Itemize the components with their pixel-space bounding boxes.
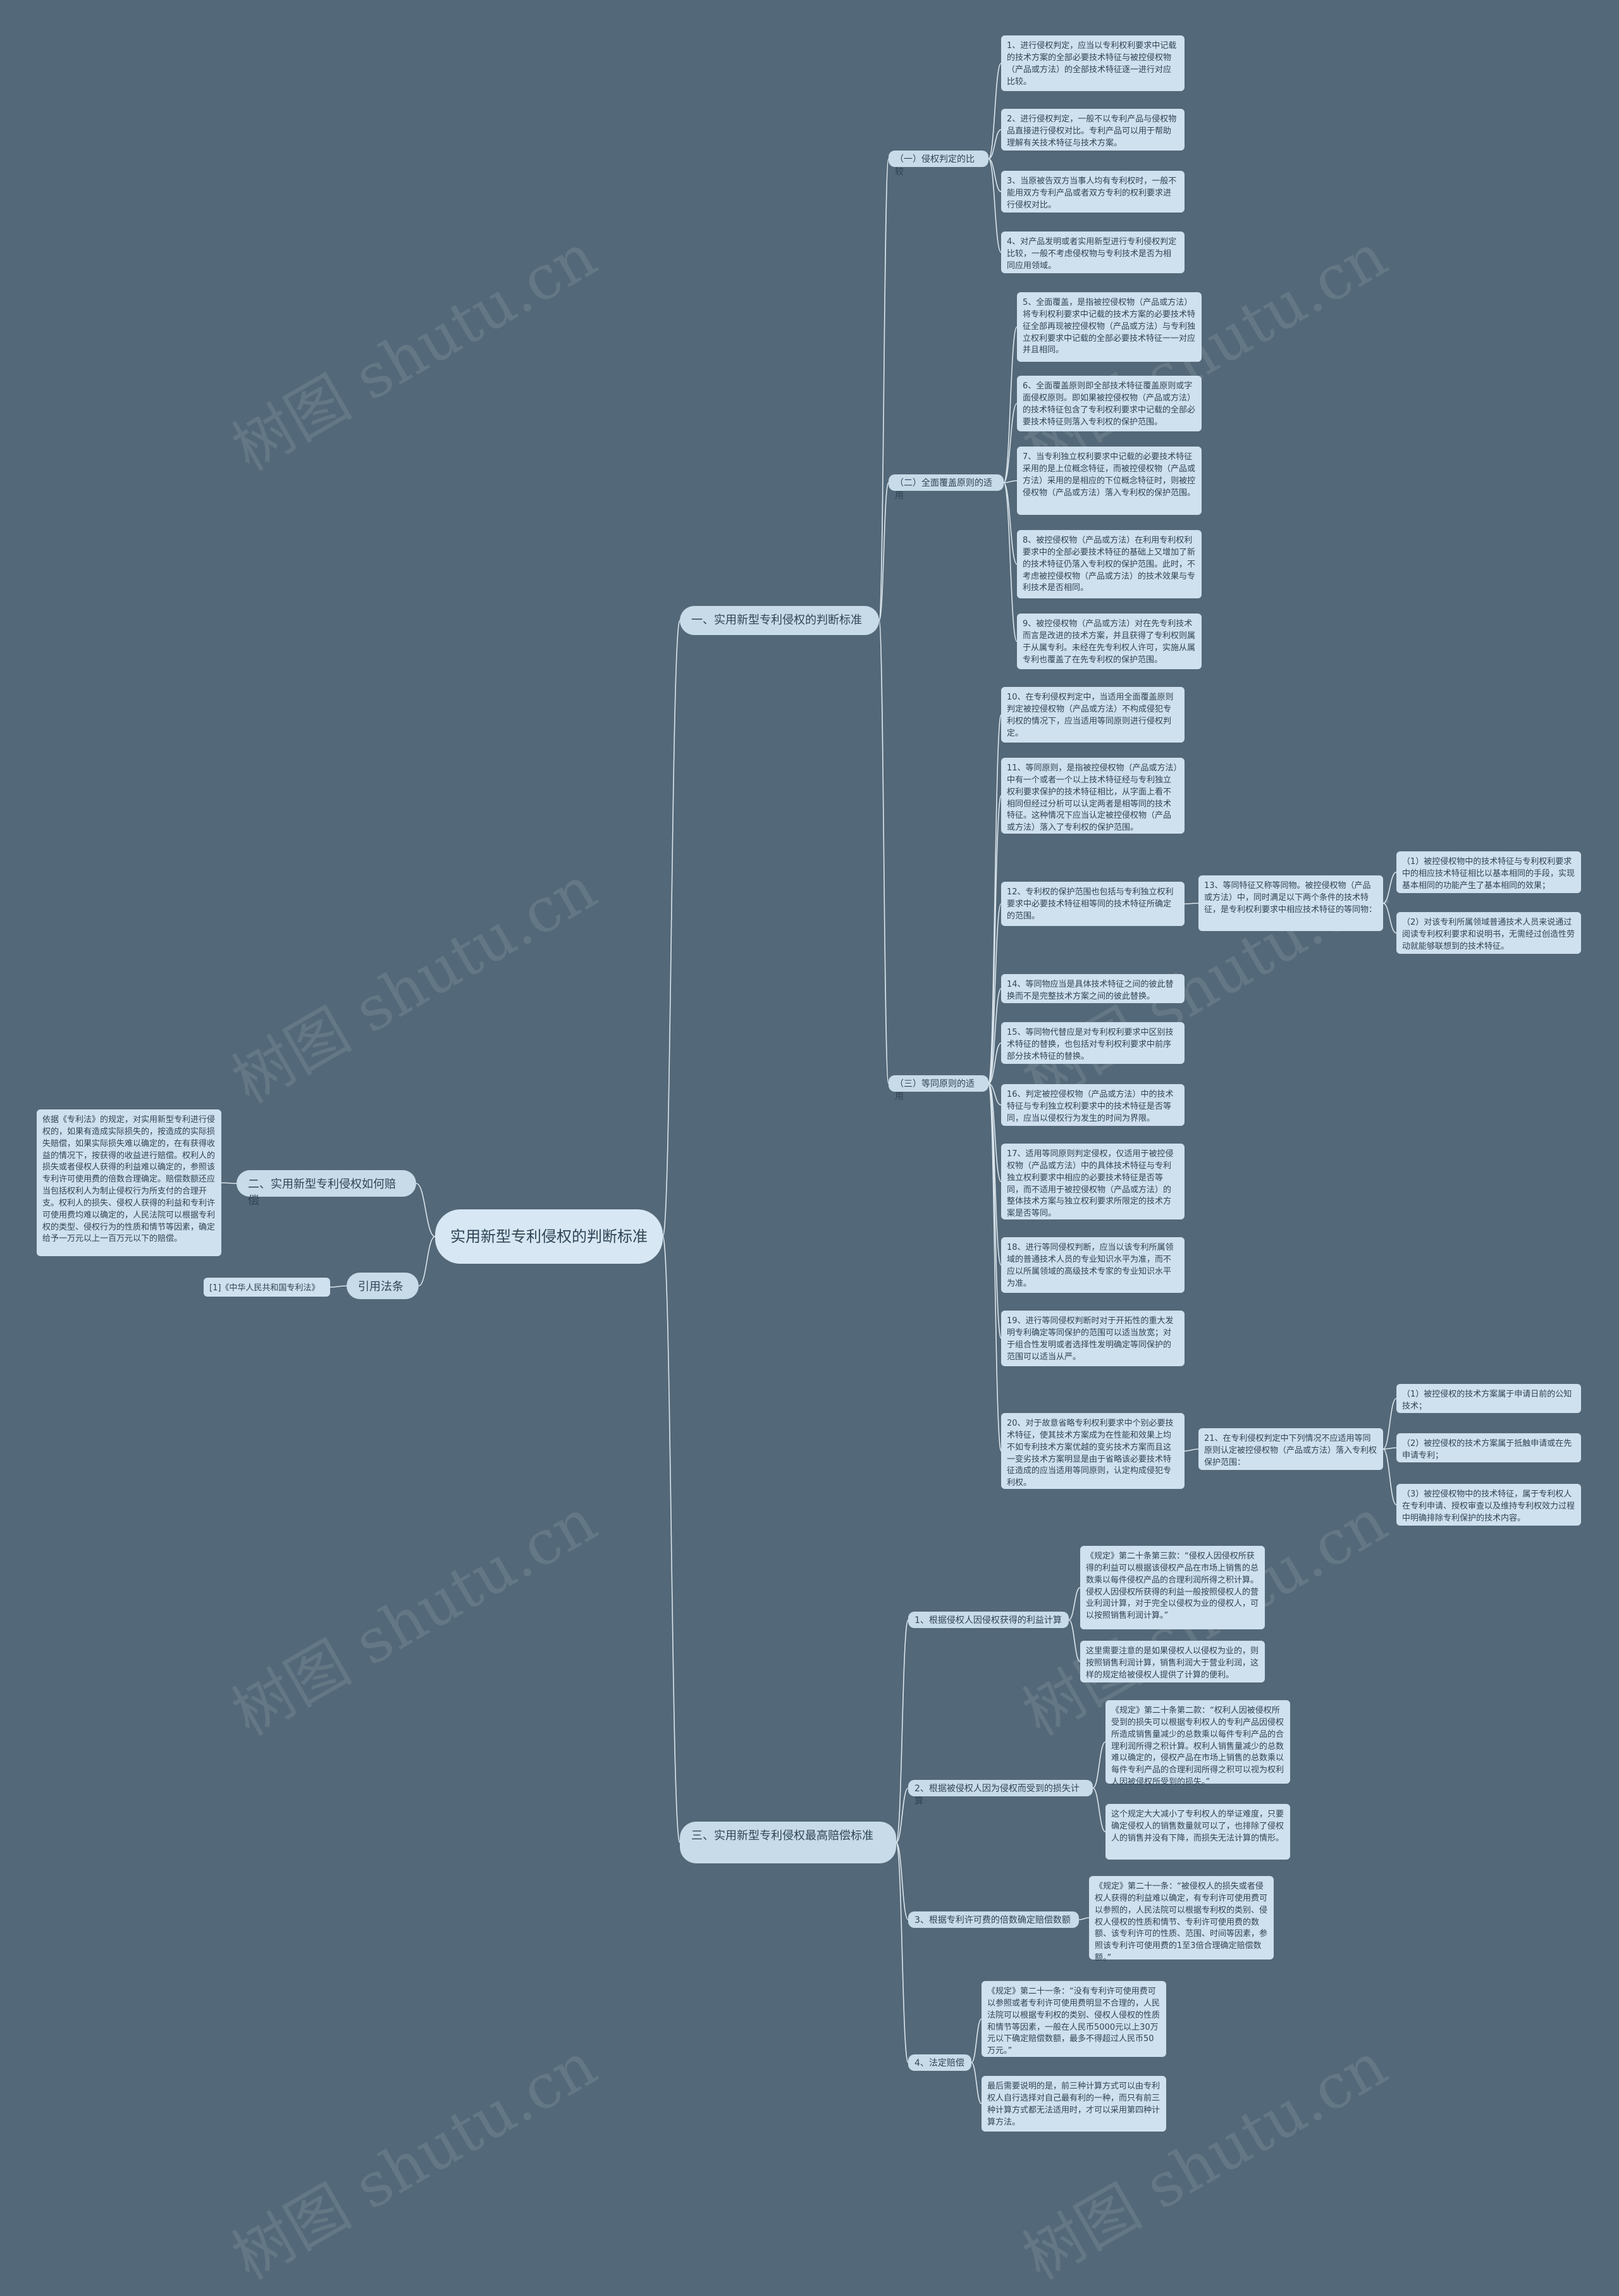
connector-line <box>896 1787 909 1843</box>
mindmap-canvas: 树图 shutu.cn 树图 shutu.cn 树图 shutu.cn 树图 s… <box>37 35 1581 2293</box>
connector-line <box>988 129 1002 159</box>
leaf-profit-rule[interactable]: 《规定》第二十条第三款：“侵权人因侵权所获得的利益可以根据该侵权产品在市场上销售… <box>1080 1546 1265 1629</box>
connector-line <box>1078 1917 1090 1920</box>
connector-line <box>1092 1787 1106 1832</box>
sub-infringer-profit[interactable]: 1、根据侵权人因侵权获得的利益计算 <box>908 1612 1069 1628</box>
branch-cited-law[interactable]: 引用法条 <box>347 1273 419 1299</box>
sub-full-coverage[interactable]: （二）全面覆盖原则的适用 <box>889 474 1004 501</box>
leaf-license-fee-rule[interactable]: 《规定》第二十一条：“被侵权人的损失或者侵权人获得的利益难以确定，有专利许可使用… <box>1089 1876 1274 1963</box>
watermark: 树图 shutu.cn <box>221 852 608 1117</box>
leaf-equivalence-12[interactable]: 12、专利权的保护范围也包括与专利独立权利要求中必要技术特征相等同的技术特征所确… <box>1001 882 1185 926</box>
connector-line <box>1003 482 1018 642</box>
connector-line <box>896 1842 909 2063</box>
connector-line <box>878 158 889 621</box>
leaf-patent-law[interactable]: [1]《中华人民共和国专利法》 <box>204 1278 330 1297</box>
connector-line <box>988 158 1002 253</box>
connector-line <box>988 1083 1002 1452</box>
leaf-equivalence-13[interactable]: 13、等同特征又称等同物。被控侵权物（产品或方法）中，同时满足以下两个条件的技术… <box>1198 875 1383 931</box>
connector-line <box>1382 1398 1397 1450</box>
connector-line <box>1003 480 1018 483</box>
leaf-equivalence-21[interactable]: 21、在专利侵权判定中下列情况不应适用等同原则认定被控侵权物（产品或方法）落入专… <box>1198 1428 1383 1470</box>
connector-line <box>1003 482 1018 565</box>
connector-line <box>1003 326 1018 483</box>
branch-judgment-standard[interactable]: 一、实用新型专利侵权的判断标准 <box>680 606 879 635</box>
leaf-coverage-8[interactable]: 8、被控侵权物（产品或方法）在利用专利权利要求中的全部必要技术特征的基础上又增加… <box>1017 530 1202 598</box>
leaf-comparison-4[interactable]: 4、对产品发明或者实用新型进行专利侵权判定比较，一般不考虑侵权物与专利技术是否为… <box>1001 231 1185 273</box>
sub-rightholder-loss[interactable]: 2、根据被侵权人因为侵权而受到的损失计算 <box>908 1780 1093 1806</box>
leaf-loss-note[interactable]: 这个规定大大减小了专利权人的举证难度，只要确定侵权人的销售数量就可以了，也排除了… <box>1105 1804 1290 1860</box>
connector-line <box>988 1083 1002 1339</box>
connector-line <box>662 1236 680 1843</box>
connector-line <box>988 1083 1002 1182</box>
connector-line <box>988 903 1002 1084</box>
watermark: 树图 shutu.cn <box>221 219 608 485</box>
leaf-comparison-2[interactable]: 2、进行侵权判定，一般不以专利产品与侵权物品直接进行侵权对比。专利产品可以用于帮… <box>1001 109 1185 151</box>
connector-line <box>878 620 889 1084</box>
leaf-equivalence-11[interactable]: 11、等同原则，是指被控侵权物（产品或方法）中有一个或者一个以上技术特征经与专利… <box>1001 758 1185 834</box>
connector-line <box>416 1183 436 1237</box>
leaf-equivalence-20[interactable]: 20、对于故意省略专利权利要求中个别必要技术特征，使其技术方案成为在性能和效果上… <box>1001 1413 1185 1489</box>
leaf-equivalent-condition-2[interactable]: （2）对该专利所属领域普通技术人员来说通过阅读专利权利要求和说明书，无需经过创造… <box>1396 912 1581 954</box>
connector-line <box>418 1236 436 1287</box>
connector-line <box>988 988 1002 1084</box>
leaf-equivalent-condition-1[interactable]: （1）被控侵权物中的技术特征与专利权利要求中的相应技术特征相比以基本相同的手段，… <box>1396 851 1581 893</box>
leaf-comparison-3[interactable]: 3、当原被告双方当事人均有专利权时，一般不能用双方专利产品或者双方专利的权利要求… <box>1001 171 1185 213</box>
connector-line <box>1382 1448 1397 1505</box>
leaf-equivalence-15[interactable]: 15、等同物代替应是对专利权利要求中区别技术特征的替换，也包括对专利权利要求中前… <box>1001 1022 1185 1064</box>
sub-statutory-compensation[interactable]: 4、法定赔偿 <box>908 2054 971 2071</box>
leaf-comparison-1[interactable]: 1、进行侵权判定，应当以专利权利要求中记载的技术方案的全部必要技术特征与被控侵权… <box>1001 35 1185 91</box>
connector-line <box>988 1042 1002 1084</box>
connector-line <box>1068 1619 1081 1662</box>
leaf-equivalence-10[interactable]: 10、在专利侵权判定中，当适用全面覆盖原则判定被控侵权物（产品或方法）不构成侵犯… <box>1001 687 1185 743</box>
leaf-compensation-detail[interactable]: 依据《专利法》的规定，对实用新型专利进行侵权的，如果有造成实际损失的，按造成的实… <box>37 1109 221 1256</box>
connector-line <box>1068 1587 1081 1620</box>
leaf-exclusion-1[interactable]: （1）被控侵权的技术方案属于申请日前的公知技术； <box>1396 1384 1581 1413</box>
connector-line <box>1382 1447 1397 1450</box>
leaf-coverage-6[interactable]: 6、全面覆盖原则即全部技术特征覆盖原则或字面侵权原则。即如果被控侵权物（产品或方… <box>1017 376 1202 431</box>
leaf-equivalence-18[interactable]: 18、进行等同侵权判断，应当以该专利所属领域的普通技术人员的专业知识水平为准，而… <box>1001 1237 1185 1293</box>
connector-line <box>1382 903 1397 934</box>
connector-line <box>988 63 1002 159</box>
leaf-coverage-9[interactable]: 9、被控侵权物（产品或方法）对在先专利技术而言是改进的技术方案，并且获得了专利权… <box>1017 614 1202 669</box>
leaf-statutory-rule[interactable]: 《规定》第二十一条：“没有专利许可使用费可以参照或者专利许可使用费明显不合理的，… <box>982 1981 1166 2057</box>
connector-line <box>878 482 889 621</box>
leaf-coverage-7[interactable]: 7、当专利独立权利要求中记载的必要技术特征采用的是上位概念特征，而被控侵权物（产… <box>1017 447 1202 515</box>
leaf-statutory-note[interactable]: 最后需要说明的是，前三种计算方式可以由专利权人自行选择对自己最有利的一种，而只有… <box>982 2076 1166 2132</box>
root-topic[interactable]: 实用新型专利侵权的判断标准 <box>435 1209 663 1264</box>
leaf-equivalence-14[interactable]: 14、等同物应当是具体技术特征之间的彼此替换而不是完整技术方案之间的彼此替换。 <box>1001 974 1185 1003</box>
connector-line <box>971 2018 982 2063</box>
leaf-equivalence-17[interactable]: 17、适用等同原则判定侵权，仅适用于被控侵权物（产品或方法）中的具体技术特征与专… <box>1001 1144 1185 1219</box>
watermark: 树图 shutu.cn <box>1011 2028 1399 2293</box>
leaf-coverage-5[interactable]: 5、全面覆盖，是指被控侵权物（产品或方法）将专利权利要求中记载的技术方案的必要技… <box>1017 292 1202 362</box>
leaf-exclusion-2[interactable]: （2）被控侵权的技术方案属于抵触申请或在先申请专利； <box>1396 1433 1581 1462</box>
leaf-exclusion-3[interactable]: （3）被控侵权物中的技术特征，属于专利权人在专利申请、授权审查以及维持专利权效力… <box>1396 1484 1581 1526</box>
sub-license-fee-multiple[interactable]: 3、根据专利许可费的倍数确定赔偿数额 <box>908 1911 1079 1928</box>
leaf-profit-note[interactable]: 这里需要注意的是如果侵权人以侵权为业的，则按照销售利润计算，销售利润大于营业利润… <box>1080 1641 1265 1682</box>
connector-line <box>1382 872 1397 904</box>
leaf-equivalence-19[interactable]: 19、进行等同侵权判断时对于开拓性的重大发明专利确定等同保护的范围可以适当放宽；… <box>1001 1311 1185 1366</box>
sub-infringement-comparison[interactable]: （一）侵权判定的比较 <box>889 151 988 177</box>
connector-line <box>329 1285 347 1288</box>
leaf-loss-rule[interactable]: 《规定》第二十条第二款：“权利人因被侵权所受到的损失可以根据专利权人的专利产品因… <box>1105 1700 1290 1787</box>
leaf-equivalence-16[interactable]: 16、判定被控侵权物（产品或方法）中的技术特征与专利独立权利要求中的技术特征是否… <box>1001 1084 1185 1126</box>
connector-line <box>971 2062 982 2104</box>
connector-line <box>988 158 1002 192</box>
branch-compensation[interactable]: 二、实用新型专利侵权如何赔偿 <box>237 1170 416 1207</box>
connector-line <box>1184 903 1199 904</box>
watermark: 树图 shutu.cn <box>221 2028 608 2293</box>
connector-line <box>988 714 1002 1084</box>
connector-line <box>988 795 1002 1084</box>
connector-line <box>1003 403 1018 483</box>
connector-line <box>662 620 680 1237</box>
connector-line <box>988 1083 1002 1266</box>
connector-line <box>1092 1741 1106 1789</box>
sub-equivalence[interactable]: （三）等同原则的适用 <box>889 1075 988 1102</box>
connector-line <box>1184 1448 1199 1452</box>
connector-line <box>896 1619 909 1843</box>
watermark: 树图 shutu.cn <box>221 1484 608 1750</box>
connector-line <box>988 1083 1002 1106</box>
connector-line <box>896 1842 909 1920</box>
branch-max-compensation[interactable]: 三、实用新型专利侵权最高赔偿标准 <box>680 1822 896 1863</box>
